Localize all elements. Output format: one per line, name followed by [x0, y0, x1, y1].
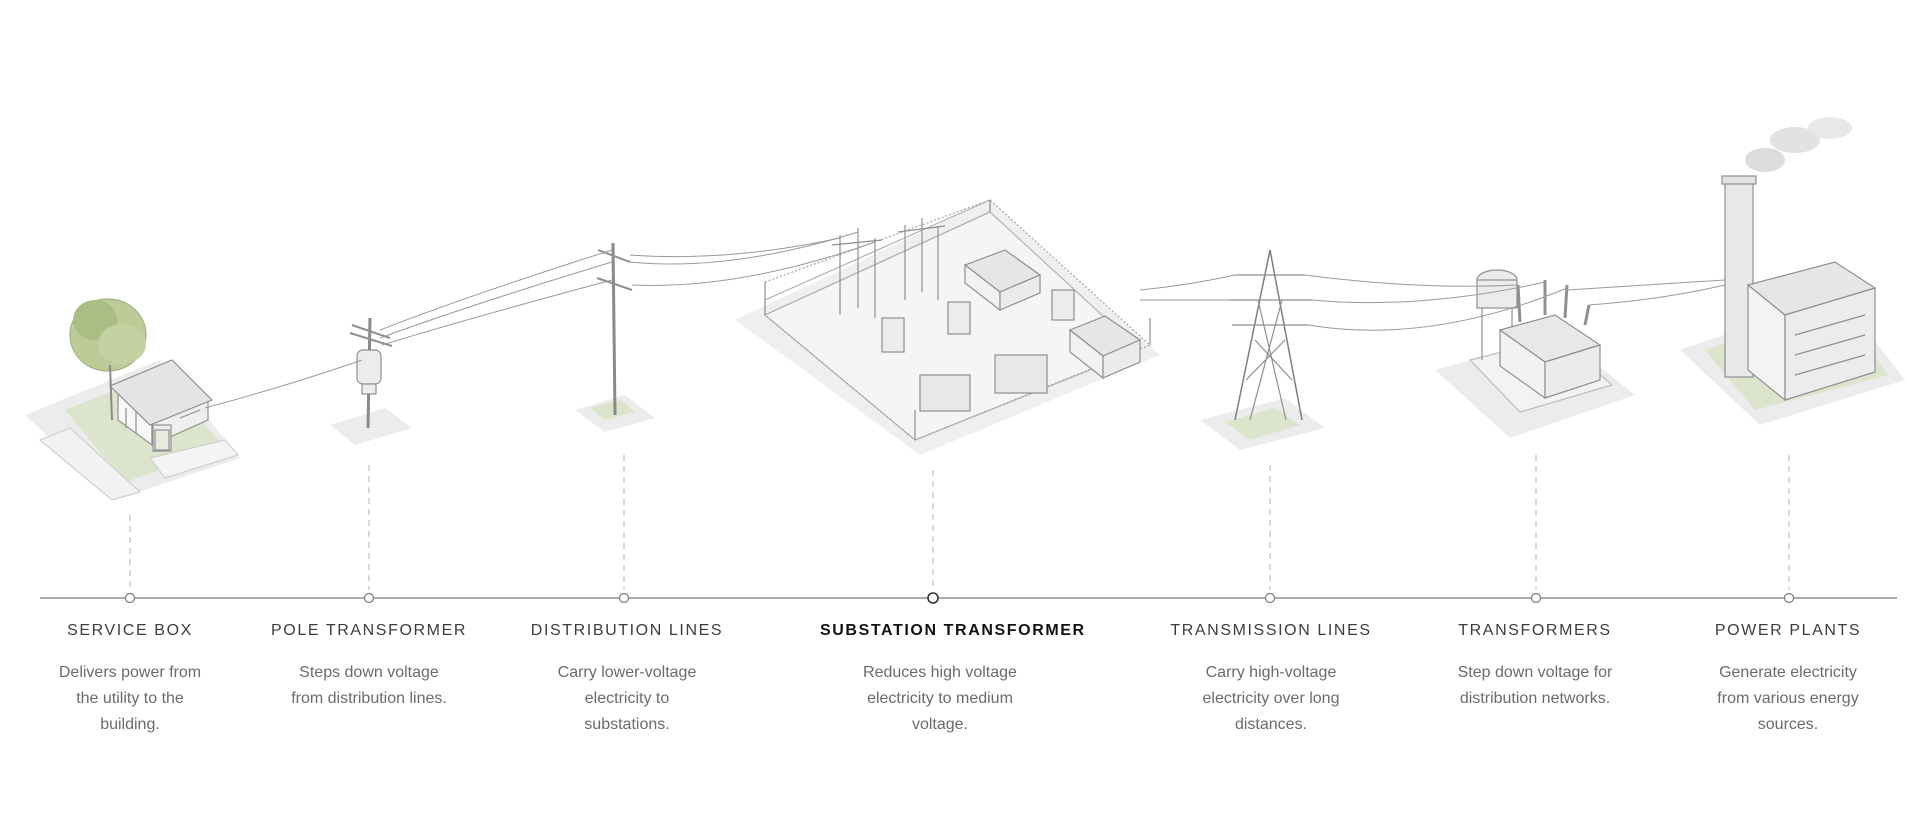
stage-description: Delivers power from the utility to the b… — [58, 664, 202, 733]
power-plant-illustration — [1680, 117, 1905, 425]
timeline-marker-transmission-lines — [1264, 592, 1276, 604]
stage-description: Reduces high voltage electricity to medi… — [863, 664, 1017, 733]
stage-title: DISTRIBUTION LINES — [530, 622, 724, 639]
stage-description: Generate electricity from various energy… — [1717, 664, 1859, 733]
timeline-marker-power-plants — [1783, 592, 1795, 604]
transmission-tower-illustration — [1200, 249, 1325, 450]
stage-transmission-lines: TRANSMISSION LINES Carry high-voltage el… — [1151, 622, 1391, 738]
timeline-marker-service-box — [124, 592, 136, 604]
timeline-connectors — [129, 455, 1790, 590]
stage-description: Steps down voltage from distribution lin… — [291, 664, 447, 707]
transformers-illustration — [1435, 269, 1635, 438]
stage-description: Carry high-voltage electricity over long… — [1202, 664, 1340, 733]
stage-service-box: SERVICE BOX Delivers power from the util… — [10, 622, 250, 738]
stage-title: POLE TRANSFORMER — [271, 622, 467, 639]
timeline-marker-distribution-lines — [618, 592, 630, 604]
stage-title: TRANSFORMERS — [1458, 622, 1612, 639]
stage-transformers: TRANSFORMERS Step down voltage for distr… — [1415, 622, 1655, 712]
stage-title: SERVICE BOX — [67, 622, 193, 639]
substation-illustration — [735, 199, 1160, 455]
distribution-pole-illustration — [575, 242, 655, 432]
stage-description: Step down voltage for distribution netwo… — [1457, 664, 1613, 707]
timeline-markers — [124, 592, 1795, 604]
stage-power-plants: POWER PLANTS Generate electricity from v… — [1668, 622, 1907, 738]
house-illustration — [25, 298, 240, 501]
stage-substation-transformer: SUBSTATION TRANSFORMER Reduces high volt… — [820, 622, 1086, 738]
timeline-marker-pole-transformer — [363, 592, 375, 604]
overhead-wires — [204, 231, 1726, 409]
stage-title: POWER PLANTS — [1714, 622, 1862, 639]
stage-pole-transformer: POLE TRANSFORMER Steps down voltage from… — [249, 622, 489, 712]
stage-distribution-lines: DISTRIBUTION LINES Carry lower-voltage e… — [507, 622, 747, 738]
pole-transformer-illustration — [330, 317, 412, 445]
stage-title: TRANSMISSION LINES — [1170, 622, 1372, 639]
timeline-marker-transformers — [1530, 592, 1542, 604]
stage-description: Carry lower-voltage electricity to subst… — [557, 664, 697, 733]
stage-title: SUBSTATION TRANSFORMER — [820, 622, 1086, 639]
timeline-marker-substation-transformer — [927, 592, 939, 604]
